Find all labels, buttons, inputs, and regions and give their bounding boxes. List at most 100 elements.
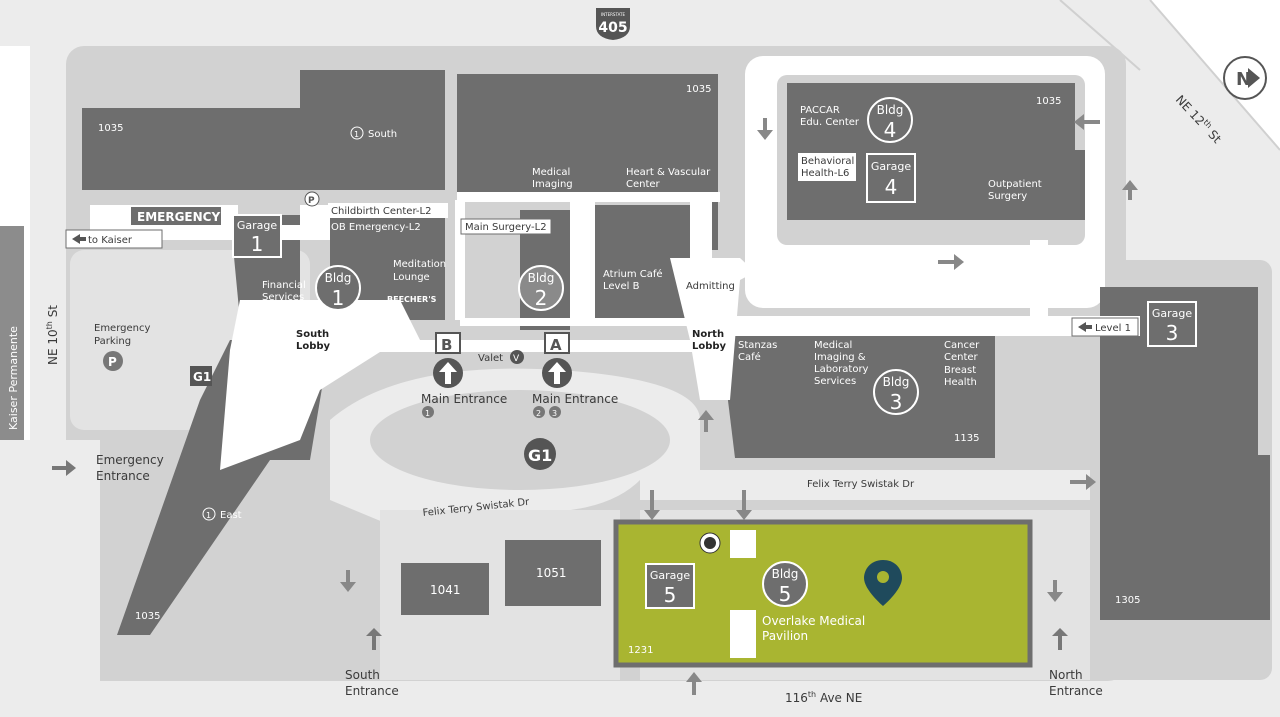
svg-text:1: 1 (354, 130, 359, 139)
garage1-marker[interactable]: Garage 1 (232, 214, 282, 258)
svg-text:3: 3 (552, 409, 557, 418)
bldg1-marker[interactable]: Bldg 1 (315, 265, 361, 311)
svg-text:B: B (441, 336, 452, 354)
svg-text:Garage: Garage (871, 160, 912, 173)
main-entrance-a[interactable]: A Main Entrance 2 3 (532, 332, 618, 418)
bldg3-marker[interactable]: Bldg 3 (873, 369, 919, 415)
bldg4-marker[interactable]: Bldg 4 (867, 97, 913, 143)
garage3-marker[interactable]: Garage 3 (1147, 301, 1197, 347)
svg-text:Entrance: Entrance (1049, 684, 1103, 698)
behavioral-sign-bg (798, 153, 856, 181)
svg-text:2: 2 (536, 409, 541, 418)
starbucks-icon (699, 532, 721, 554)
ob-emergency-label: OB Emergency-L2 (331, 222, 421, 233)
svg-text:Entrance: Entrance (96, 469, 150, 483)
svg-text:Garage: Garage (1152, 307, 1193, 320)
svg-text:1: 1 (206, 511, 211, 520)
bldg2-marker[interactable]: Bldg 2 (518, 265, 564, 311)
pavilion-corridor (730, 530, 756, 558)
emergency-sign: EMERGENCY (131, 207, 221, 225)
svg-text:Level 1: Level 1 (1095, 323, 1131, 334)
svg-text:P: P (308, 196, 315, 206)
felix-dr-label-2: Felix Terry Swistak Dr (807, 479, 915, 490)
valet-marker[interactable]: Valet V (478, 350, 524, 364)
num-1035-a: 1035 (98, 123, 123, 134)
num-1135: 1135 (954, 433, 979, 444)
svg-text:South: South (345, 668, 380, 682)
svg-text:1: 1 (425, 409, 430, 418)
svg-text:5: 5 (664, 583, 677, 607)
ave-116-label: 116th Ave NE (785, 690, 862, 705)
svg-text:3: 3 (1166, 321, 1179, 345)
svg-text:405: 405 (598, 20, 627, 36)
to-kaiser-sign[interactable]: to Kaiser (65, 229, 163, 249)
south-entrance[interactable]: South Entrance (345, 628, 399, 698)
svg-text:Entrance: Entrance (345, 684, 399, 698)
svg-text:P: P (108, 355, 117, 369)
svg-text:Bldg: Bldg (772, 567, 799, 581)
svg-text:2: 2 (535, 286, 548, 310)
svg-text:4: 4 (885, 175, 898, 199)
emergency-entrance[interactable]: Emergency Entrance (52, 453, 164, 483)
garage5-marker[interactable]: Garage 5 (645, 563, 695, 609)
num-1035-b: 1035 (686, 84, 711, 95)
num-1231: 1231 (628, 645, 653, 656)
direction-arrows (340, 114, 1138, 695)
svg-text:to Kaiser: to Kaiser (88, 235, 133, 246)
childbirth-sign-bg (328, 203, 448, 218)
svg-text:Garage: Garage (650, 569, 691, 582)
svg-text:Bldg: Bldg (877, 103, 904, 117)
svg-text:Bldg: Bldg (883, 375, 910, 389)
svg-text:G1: G1 (193, 370, 211, 384)
svg-text:1: 1 (332, 286, 345, 310)
location-pin-icon[interactable] (864, 560, 902, 606)
kaiser-strip (0, 226, 24, 440)
bldg5-marker[interactable]: Bldg 5 (762, 561, 808, 607)
north-entrance[interactable]: North Entrance (1049, 628, 1103, 698)
svg-text:Bldg: Bldg (528, 271, 555, 285)
south-wing-label: 1 South (350, 126, 397, 140)
svg-text:A: A (550, 336, 562, 354)
g1-small-marker[interactable]: G1 (190, 366, 212, 386)
parking-small-icon: P (304, 191, 320, 207)
svg-text:V: V (513, 354, 520, 364)
g1-big-marker[interactable]: G1 (524, 438, 556, 470)
level1-sign[interactable]: Level 1 (1071, 317, 1139, 337)
admitting-label: Admitting (686, 281, 735, 292)
garage4-marker[interactable]: Garage 4 (866, 153, 916, 203)
main-surgery-label: Main Surgery-L2 (465, 222, 547, 233)
north-arrow-icon: N (1223, 56, 1267, 100)
num-1305: 1305 (1115, 595, 1140, 606)
svg-text:INTERSTATE: INTERSTATE (601, 12, 625, 17)
east-wing-label: 1 East (202, 507, 242, 521)
svg-text:N: N (1236, 69, 1251, 90)
kaiser-label: Kaiser Permanente (7, 326, 20, 430)
num-1041: 1041 (430, 583, 461, 597)
num-1035-d: 1035 (135, 611, 160, 622)
svg-text:1: 1 (251, 232, 264, 256)
svg-text:Valet: Valet (478, 353, 503, 364)
main-surgery-sign-bg (460, 218, 552, 235)
svg-text:4: 4 (884, 118, 897, 142)
pavilion-corridor-lower (730, 610, 756, 658)
svg-text:Main Entrance: Main Entrance (532, 392, 618, 406)
i405-shield: INTERSTATE 405 (596, 8, 630, 40)
svg-text:Bldg: Bldg (325, 271, 352, 285)
num-1051: 1051 (536, 566, 567, 580)
svg-text:Main Entrance: Main Entrance (421, 392, 507, 406)
svg-text:Emergency: Emergency (96, 453, 164, 467)
main-entrance-b[interactable]: B Main Entrance 1 (421, 332, 507, 418)
childbirth-label: Childbirth Center-L2 (331, 206, 431, 217)
